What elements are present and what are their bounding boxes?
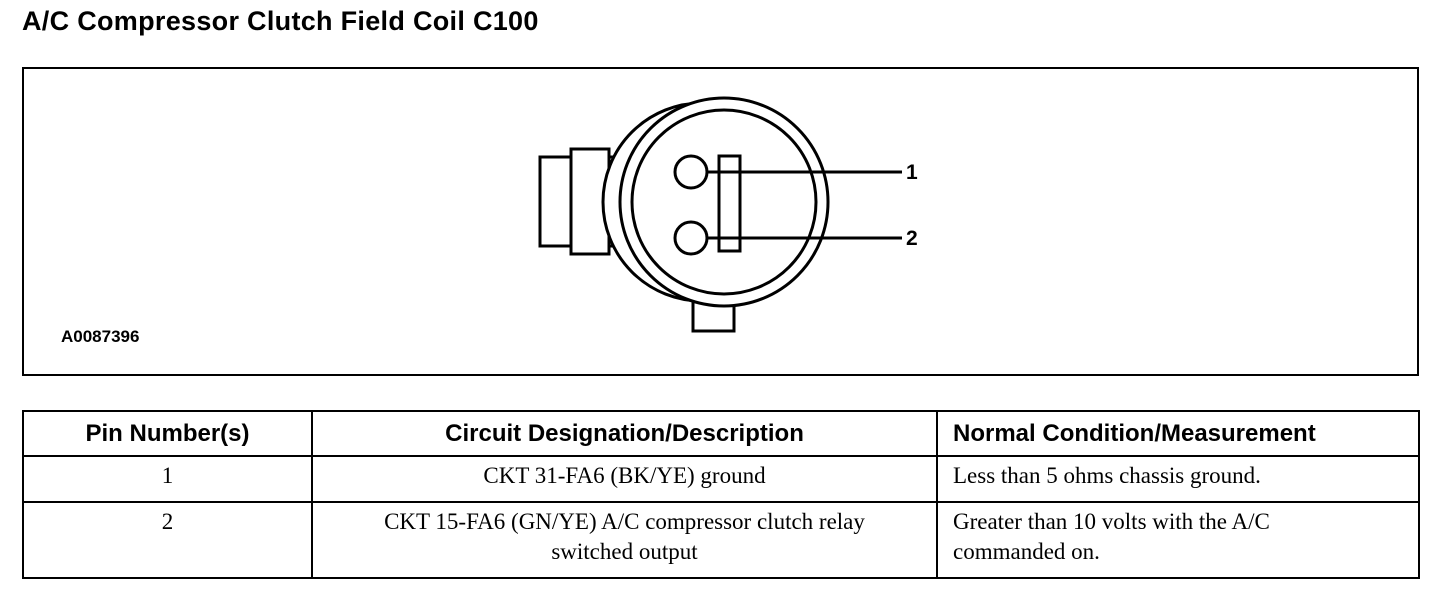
table-header-row: Pin Number(s) Circuit Designation/Descri… [22, 410, 1420, 457]
page-title: A/C Compressor Clutch Field Coil C100 [22, 6, 539, 36]
figure-id: A0087396 [61, 327, 140, 346]
pin-cavity-1 [673, 154, 709, 190]
header-condition: Normal Condition/Measurement [936, 410, 1420, 457]
cell-circuit: CKT 31-FA6 (BK/YE) ground [311, 455, 938, 503]
cell-condition: Less than 5 ohms chassis ground. [936, 455, 1420, 503]
pin-label-1: 1 [906, 161, 918, 184]
pin-label-2: 2 [906, 227, 918, 250]
connector-figure: 1 2 A0087396 [22, 67, 1419, 376]
latch-inner [569, 147, 611, 256]
header-pin-number: Pin Number(s) [22, 410, 313, 457]
table-row: 1 CKT 31-FA6 (BK/YE) ground Less than 5 … [22, 455, 1420, 503]
pinout-table: Pin Number(s) Circuit Designation/Descri… [22, 410, 1420, 579]
connector-diagram: 1 2 [538, 96, 918, 333]
table-row: 2 CKT 15-FA6 (GN/YE) A/C compressor clut… [22, 501, 1420, 579]
cell-circuit: CKT 15-FA6 (GN/YE) A/C compressor clutch… [311, 501, 938, 579]
pin-cavity-2 [673, 220, 709, 256]
cell-pin: 2 [22, 501, 313, 579]
key-slot [717, 154, 742, 253]
cell-condition: Greater than 10 volts with the A/C comma… [936, 501, 1420, 579]
header-circuit: Circuit Designation/Description [311, 410, 938, 457]
cell-pin: 1 [22, 455, 313, 503]
